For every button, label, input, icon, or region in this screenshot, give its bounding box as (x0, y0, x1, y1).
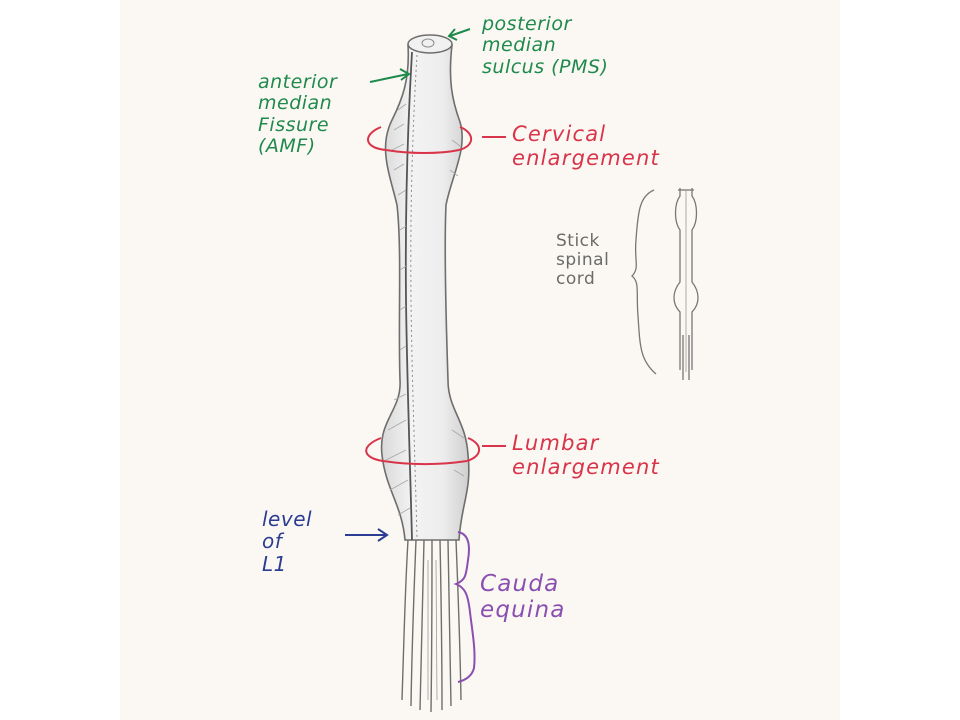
label-posterior-median-sulcus: posterior median sulcus (PMS) (482, 13, 609, 78)
label-cauda-equina: Cauda equina (480, 571, 566, 623)
cauda-equina-brace (453, 531, 476, 683)
sketch-paper (120, 0, 840, 720)
amf-arrow (369, 68, 411, 83)
cord-cut-end (407, 34, 453, 54)
label-anterior-median-fissure: anterior median Fissure (AMF) (258, 71, 338, 157)
l1-arrow (345, 528, 389, 542)
label-cervical-enlargement: Cervical enlargement (512, 122, 660, 170)
anterior-median-fissure-line (404, 51, 413, 541)
stick-spinal-cord-sketch (631, 188, 699, 380)
cord-shading (385, 103, 465, 516)
cauda-equina-strands (401, 539, 462, 713)
label-stick-spinal-cord: Stick spinal cord (556, 231, 610, 290)
pms-arrow (447, 28, 471, 41)
spinal-cord-body (380, 44, 470, 541)
label-lumbar-enlargement: Lumbar enlargement (512, 431, 660, 479)
lumbar-enlargement-ring (365, 437, 506, 465)
label-level-of-l1: level of L1 (262, 507, 313, 576)
cervical-enlargement-ring (367, 126, 506, 154)
